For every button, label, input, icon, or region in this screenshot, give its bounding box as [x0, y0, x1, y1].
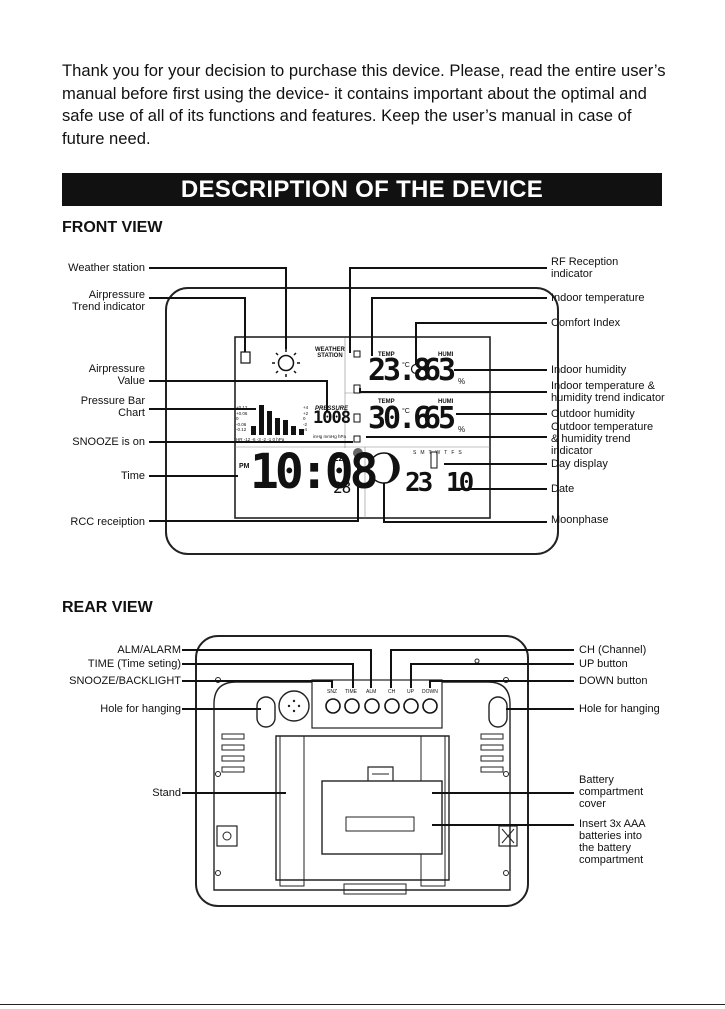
label-snooze-on: SNOOZE is on: [72, 436, 145, 448]
outdoor-humi-label: HUMI: [438, 399, 454, 405]
indoor-temp-value: 23.8: [368, 353, 431, 388]
label-down-button: DOWN button: [579, 675, 648, 687]
front-leader-lines: [149, 267, 547, 523]
rf-icon: [353, 350, 361, 358]
btn-label-down: DOWN: [422, 689, 438, 695]
label-date: Date: [551, 483, 575, 495]
station-label: WEATHER STATION: [315, 347, 345, 359]
label-rcc-reception: RCC receiption: [70, 516, 145, 528]
pressure-units: inHg mmHg hPa: [313, 434, 347, 439]
outdoor-humi-value: 65: [423, 401, 456, 436]
rcc-icon: [353, 448, 363, 458]
indoor-humi-unit: %: [458, 377, 466, 386]
indoor-humi-label: HUMI: [438, 352, 454, 358]
label-outdoor-humidity: Outdoor humidity: [551, 408, 635, 420]
time-value: 10:08: [250, 444, 378, 500]
label-alm-alarm: ALM/ALARM: [117, 644, 181, 656]
btn-label-snz: SNZ: [327, 689, 337, 695]
label-rf-reception: RF Reception indicator: [551, 256, 619, 280]
indoor-temp-unit: °C: [402, 362, 410, 369]
front-view-heading: FRONT VIEW: [62, 219, 163, 236]
label-moonphase: Moonphase: [551, 514, 609, 526]
outdoor-humi-unit: %: [458, 425, 466, 434]
outdoor-temp-label: TEMP: [378, 399, 395, 405]
snooze-zz: Zz: [333, 453, 343, 463]
label-comfort-index: Comfort Index: [551, 317, 621, 329]
comfort-icon: [410, 363, 422, 375]
footer-rule: [0, 1004, 725, 1005]
btn-label-time: TIME: [345, 689, 357, 695]
rear-view-heading: REAR VIEW: [62, 599, 153, 616]
date-month: 10: [446, 468, 474, 498]
outdoor-temp-unit: °C: [402, 408, 410, 415]
label-indoor-trend: Indoor temperature & humidity trend indi…: [551, 380, 665, 404]
seconds-value: 28: [333, 478, 351, 497]
btn-label-up: UP: [407, 689, 414, 695]
intro-paragraph: Thank you for your decision to purchase …: [62, 61, 666, 148]
label-hole-right: Hole for hanging: [579, 703, 660, 715]
label-weather-station: Weather station: [68, 262, 145, 274]
label-up-button: UP button: [579, 658, 628, 670]
bar-right-scale: +4 +2 0 -2 -4: [303, 405, 309, 432]
label-hole-left: Hole for hanging: [100, 703, 181, 715]
section-banner: DESCRIPTION OF THE DEVICE: [62, 173, 662, 206]
label-day-display: Day display: [551, 458, 608, 470]
label-indoor-humidity: Indoor humidity: [551, 364, 627, 376]
label-insert-batteries: Insert 3x AAA batteries into the battery…: [579, 818, 646, 866]
label-ch-channel: CH (Channel): [579, 644, 647, 656]
label-time-setting: TIME (Time seting): [87, 658, 181, 670]
sun-icon: [272, 349, 300, 377]
label-snooze-backlight: SNOOZE/BACKLIGHT: [69, 675, 181, 687]
label-indoor-temperature: Indoor temperature: [551, 292, 645, 304]
date-day: 23: [405, 468, 433, 498]
outdoor-temp-value: 30.6: [368, 401, 431, 436]
indoor-humi-value: 63: [423, 353, 456, 388]
pressure-bar-chart: [251, 405, 304, 435]
pressure-value: 1008: [313, 408, 351, 428]
label-pressure-bar-chart: Pressure Bar Chart: [80, 395, 145, 419]
label-airpressure-trend: Airpressure Trend indicator: [72, 289, 145, 313]
label-stand: Stand: [152, 787, 181, 799]
label-time: Time: [120, 470, 145, 482]
bar-axis: HR -12 -6 -3 -2 -1 0 hPa: [236, 437, 285, 442]
pressure-label: PRESSURE: [315, 406, 349, 412]
btn-label-alm: ALM: [366, 689, 377, 695]
indoor-temp-label: TEMP: [378, 352, 395, 358]
label-airpressure-value: Airpressure Value: [88, 363, 145, 387]
btn-label-ch: CH: [388, 689, 396, 695]
pm-indicator: PM: [239, 463, 250, 470]
day-letters: SMTWTFS: [413, 450, 466, 456]
bar-left-scale: +0.12 +0.06 0 -0.06 -0.12: [236, 405, 248, 432]
label-outdoor-trend: Outdoor temperature & humidity trend ind…: [551, 421, 654, 457]
label-battery-cover: Battery compartment cover: [579, 774, 644, 810]
